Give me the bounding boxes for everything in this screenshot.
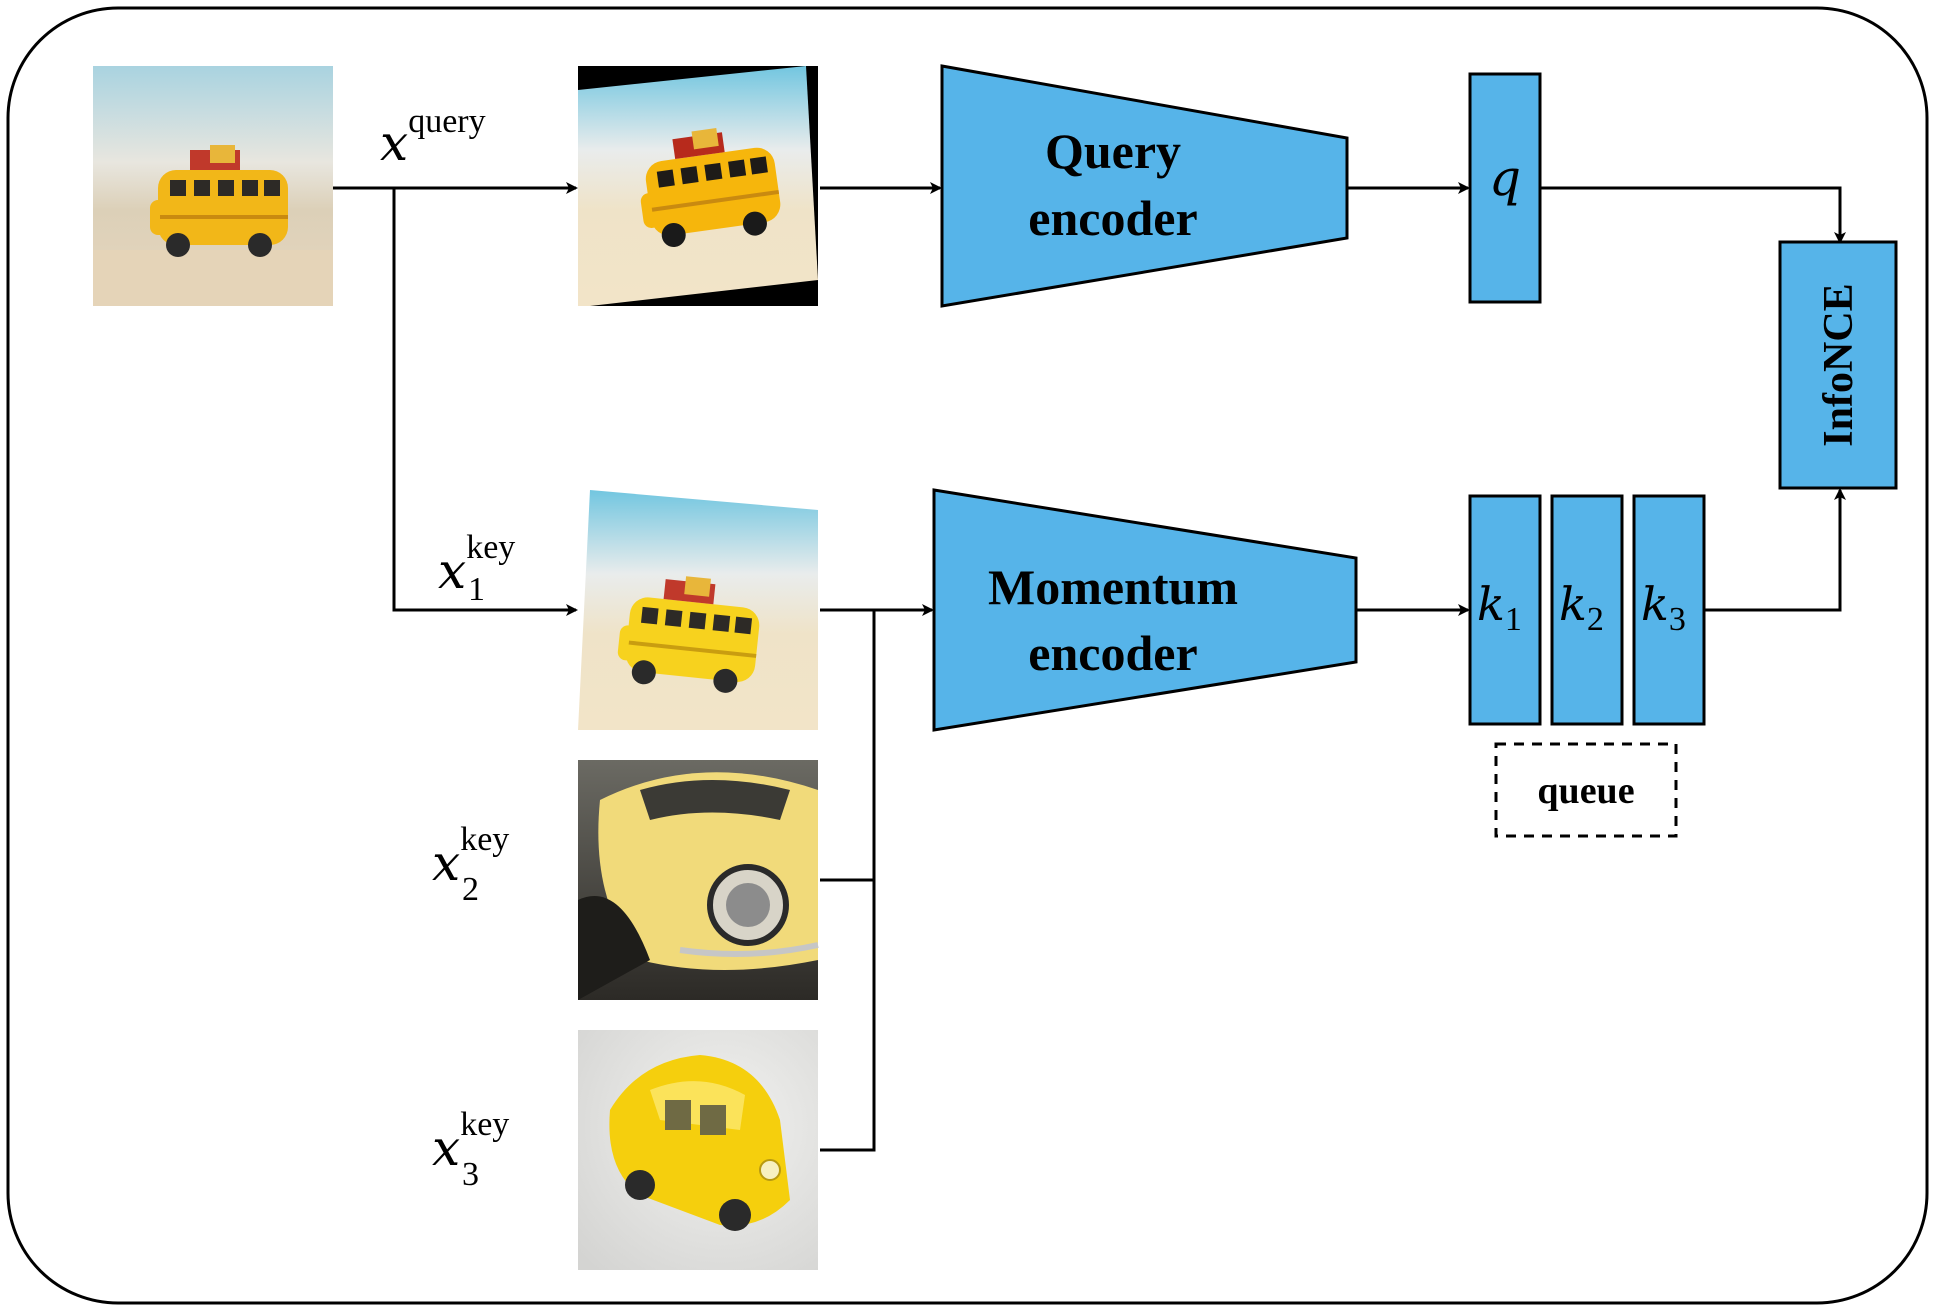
x-query-label: xquery (380, 103, 486, 172)
momentum-encoder-label-2: encoder (1028, 625, 1197, 681)
query-encoder-label-2: encoder (1028, 190, 1197, 246)
k2-label: k2 (1559, 577, 1604, 638)
x3-sub: 3 (462, 1156, 479, 1193)
x2-key-label: xkey (432, 821, 509, 892)
momentum-encoder: Momentum encoder (932, 488, 1358, 732)
queue-box: queue (1494, 742, 1678, 838)
momentum-encoder-label-1: Momentum (988, 559, 1238, 615)
x2-sub: 2 (462, 871, 479, 908)
queue-label: queue (1537, 770, 1634, 812)
x1-sub: 1 (468, 571, 485, 608)
k-boxes: k1 k2 k3 (1468, 494, 1706, 726)
key3-image (578, 1030, 818, 1270)
q-label: q (1489, 149, 1521, 207)
query-encoder: Query encoder (940, 64, 1349, 308)
original-bus-image (93, 66, 333, 306)
k3-label: k3 (1641, 577, 1686, 638)
infonce-box: InfoNCE (1778, 240, 1898, 490)
k1-label: k1 (1477, 577, 1522, 638)
key2-image (578, 760, 819, 1000)
infonce-label: InfoNCE (1816, 283, 1862, 446)
q-box: q (1468, 72, 1542, 304)
connector-lines (333, 182, 1846, 1152)
query-augmented-image (578, 66, 818, 306)
query-encoder-label-1: Query (1045, 123, 1181, 179)
x3-key-label: xkey (432, 1106, 509, 1177)
x1-key-label: xkey (438, 529, 515, 600)
key1-image (578, 490, 818, 730)
